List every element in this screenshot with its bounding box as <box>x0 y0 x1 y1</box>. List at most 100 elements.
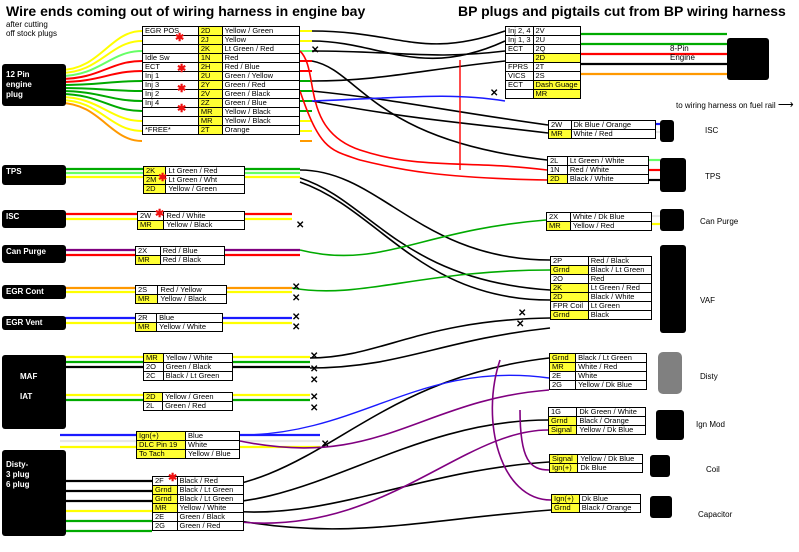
wire-cell: Grnd <box>547 416 578 426</box>
wire <box>299 169 551 261</box>
wire-cell: Inj 1 <box>142 71 199 81</box>
wire-cell: Idle Sw <box>142 53 199 63</box>
wire-cell: 2O <box>550 274 589 284</box>
wire-cell: Black / Orange <box>576 416 646 426</box>
unused-wire-x-icon: ✕ <box>292 293 301 304</box>
wire-cell: Grnd <box>550 310 589 320</box>
wire-cell: Black <box>587 310 653 320</box>
wire-cell: VICS <box>505 71 534 81</box>
unused-wire-x-icon: ✕ <box>490 88 499 99</box>
wire-cell: 2X <box>135 246 161 256</box>
wire-cell: FPR Coil <box>550 301 589 311</box>
device-8pin-engine-label: 8-Pin Engine <box>670 44 695 62</box>
device-vaf-label: VAF <box>700 296 715 305</box>
wire <box>311 95 506 102</box>
wire-cell <box>142 107 199 117</box>
wire-cell: MR <box>143 353 164 363</box>
wire-cell: Yellow / White <box>176 503 245 513</box>
unused-wire-x-icon: ✕ <box>292 312 301 323</box>
wire-cell: Yellow / Dk Blue <box>577 454 643 464</box>
wire-cell: Red / White <box>566 165 650 175</box>
note-after-cutting: after cutting off stock plugs <box>6 20 57 38</box>
wire-cell: Yellow / White <box>156 322 223 332</box>
wire-cell: Yellow / Dk Blue <box>575 380 647 390</box>
wire-cell: MR <box>197 107 223 117</box>
plug-12pin-engine: 12 Pin engine plug <box>2 64 66 106</box>
wire-cell: Black / Lt Green <box>176 485 245 495</box>
unused-wire-x-icon: ✕ <box>516 319 525 330</box>
wire-cell: Blue <box>156 313 223 323</box>
device-ign-mod-label: Ign Mod <box>696 420 725 429</box>
wire <box>299 219 547 257</box>
wire-cell: Dk Blue / Orange <box>570 120 657 130</box>
wire-cell: Black / White <box>566 174 650 184</box>
wire <box>299 50 548 171</box>
wire-cell: Orange <box>221 125 301 135</box>
wire-cell: 2K <box>550 283 589 293</box>
wire-cell: Lt Green / Wht <box>165 175 245 185</box>
wire-cell: Red / Yellow <box>157 285 227 295</box>
wire-cell: MR <box>135 255 161 265</box>
plug-egr-vent: EGR Vent <box>2 316 66 330</box>
wire-cell: Lt Green / Red <box>221 44 301 54</box>
wire-cell: 1N <box>547 165 568 175</box>
wire <box>311 50 506 56</box>
red-star-marker: ✱ <box>168 472 178 484</box>
wire <box>311 100 549 134</box>
wire-cell: 2D <box>550 292 589 302</box>
device-disty <box>658 352 682 394</box>
wire-cell: Grnd <box>548 353 577 363</box>
wire <box>291 269 551 292</box>
device-coil <box>650 455 670 477</box>
wire-cell: Red / White <box>163 211 245 221</box>
harness-wire <box>59 99 143 132</box>
wire-cell: FPRS <box>505 62 534 72</box>
wire-cell: MR <box>548 129 572 139</box>
wire-cell: DLC Pin 19 <box>135 440 187 450</box>
wire-cell: 2T <box>197 125 223 135</box>
wire-cell: To Tach <box>135 449 187 459</box>
wire-cell <box>142 35 199 45</box>
harness-wire <box>59 70 143 83</box>
wire-cell: 2E <box>548 371 577 381</box>
wire-cell: Green / Red <box>221 80 301 90</box>
harness-wire <box>59 40 143 74</box>
wire-cell: Inj 1, 3 <box>505 35 534 45</box>
wire-cell: Lt Green / Red <box>165 166 245 176</box>
